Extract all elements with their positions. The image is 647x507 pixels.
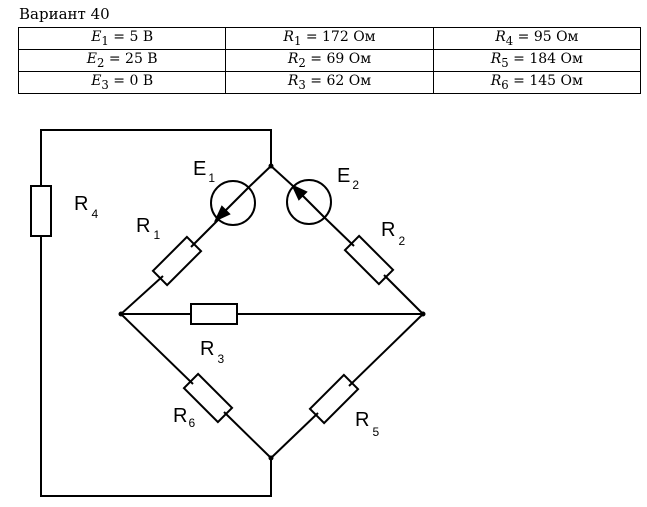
node-bottom: [268, 455, 274, 461]
label-r5: R5: [355, 409, 379, 439]
wire-top: [40, 129, 272, 186]
e2-arrow-head-icon: [290, 183, 308, 201]
node-left: [118, 311, 124, 317]
parameters-table: E1 = 5 B R1 = 172 Ом R4 = 95 Ом E2 = 25 …: [17, 27, 642, 94]
variant-title: Вариант 40: [19, 5, 110, 23]
wire-r1-left: [120, 275, 164, 315]
table-cell-e2: E2 = 25 B: [17, 49, 227, 72]
e1-arrow-line: [221, 185, 251, 215]
table-row: E3 = 0 B R3 = 62 Ом R6 = 145 Ом: [17, 71, 642, 94]
table-cell-e1: E1 = 5 B: [17, 27, 227, 50]
wire-e2-top: [270, 165, 294, 187]
wire-right-r5: [348, 313, 424, 387]
table-cell-r3: R3 = 62 Ом: [225, 71, 434, 94]
resistor-r5: [308, 373, 360, 425]
wire-r6-bottom: [223, 411, 272, 459]
label-r6: R6: [173, 405, 195, 430]
table-row: E2 = 25 B R2 = 69 Ом R5 = 184 Ом: [17, 49, 642, 72]
table-cell-r1: R1 = 172 Ом: [225, 27, 434, 50]
wire-e1-r1: [190, 218, 220, 248]
wire-left-r6: [120, 313, 194, 385]
node-right: [420, 311, 426, 317]
table-cell-r2: R2 = 69 Ом: [225, 49, 434, 72]
table-cell-r6: R6 = 145 Ом: [432, 71, 642, 94]
wire-e1-top: [249, 165, 272, 187]
wire-left-bottom: [40, 236, 272, 497]
e2-arrow-line: [298, 191, 326, 219]
table-cell-e3: E3 = 0 B: [17, 71, 227, 94]
e1-arrow-head-icon: [213, 205, 231, 223]
table-row: E1 = 5 B R1 = 172 Ом R4 = 95 Ом: [17, 27, 642, 50]
resistor-r6: [182, 372, 234, 424]
table-cell-r4: R4 = 95 Ом: [432, 27, 642, 50]
node-top: [268, 163, 274, 169]
wire-e2-r2: [324, 217, 355, 247]
resistor-r2: [343, 234, 395, 286]
emf-source-e2: [286, 179, 332, 225]
wire-r2-right: [383, 274, 424, 315]
wire-r5-bottom: [270, 412, 319, 459]
emf-source-e1: [210, 180, 256, 226]
resistor-r4: [30, 185, 52, 237]
resistor-r3: [190, 303, 238, 325]
table-cell-r5: R5 = 184 Ом: [432, 49, 642, 72]
resistor-r1: [151, 235, 203, 287]
